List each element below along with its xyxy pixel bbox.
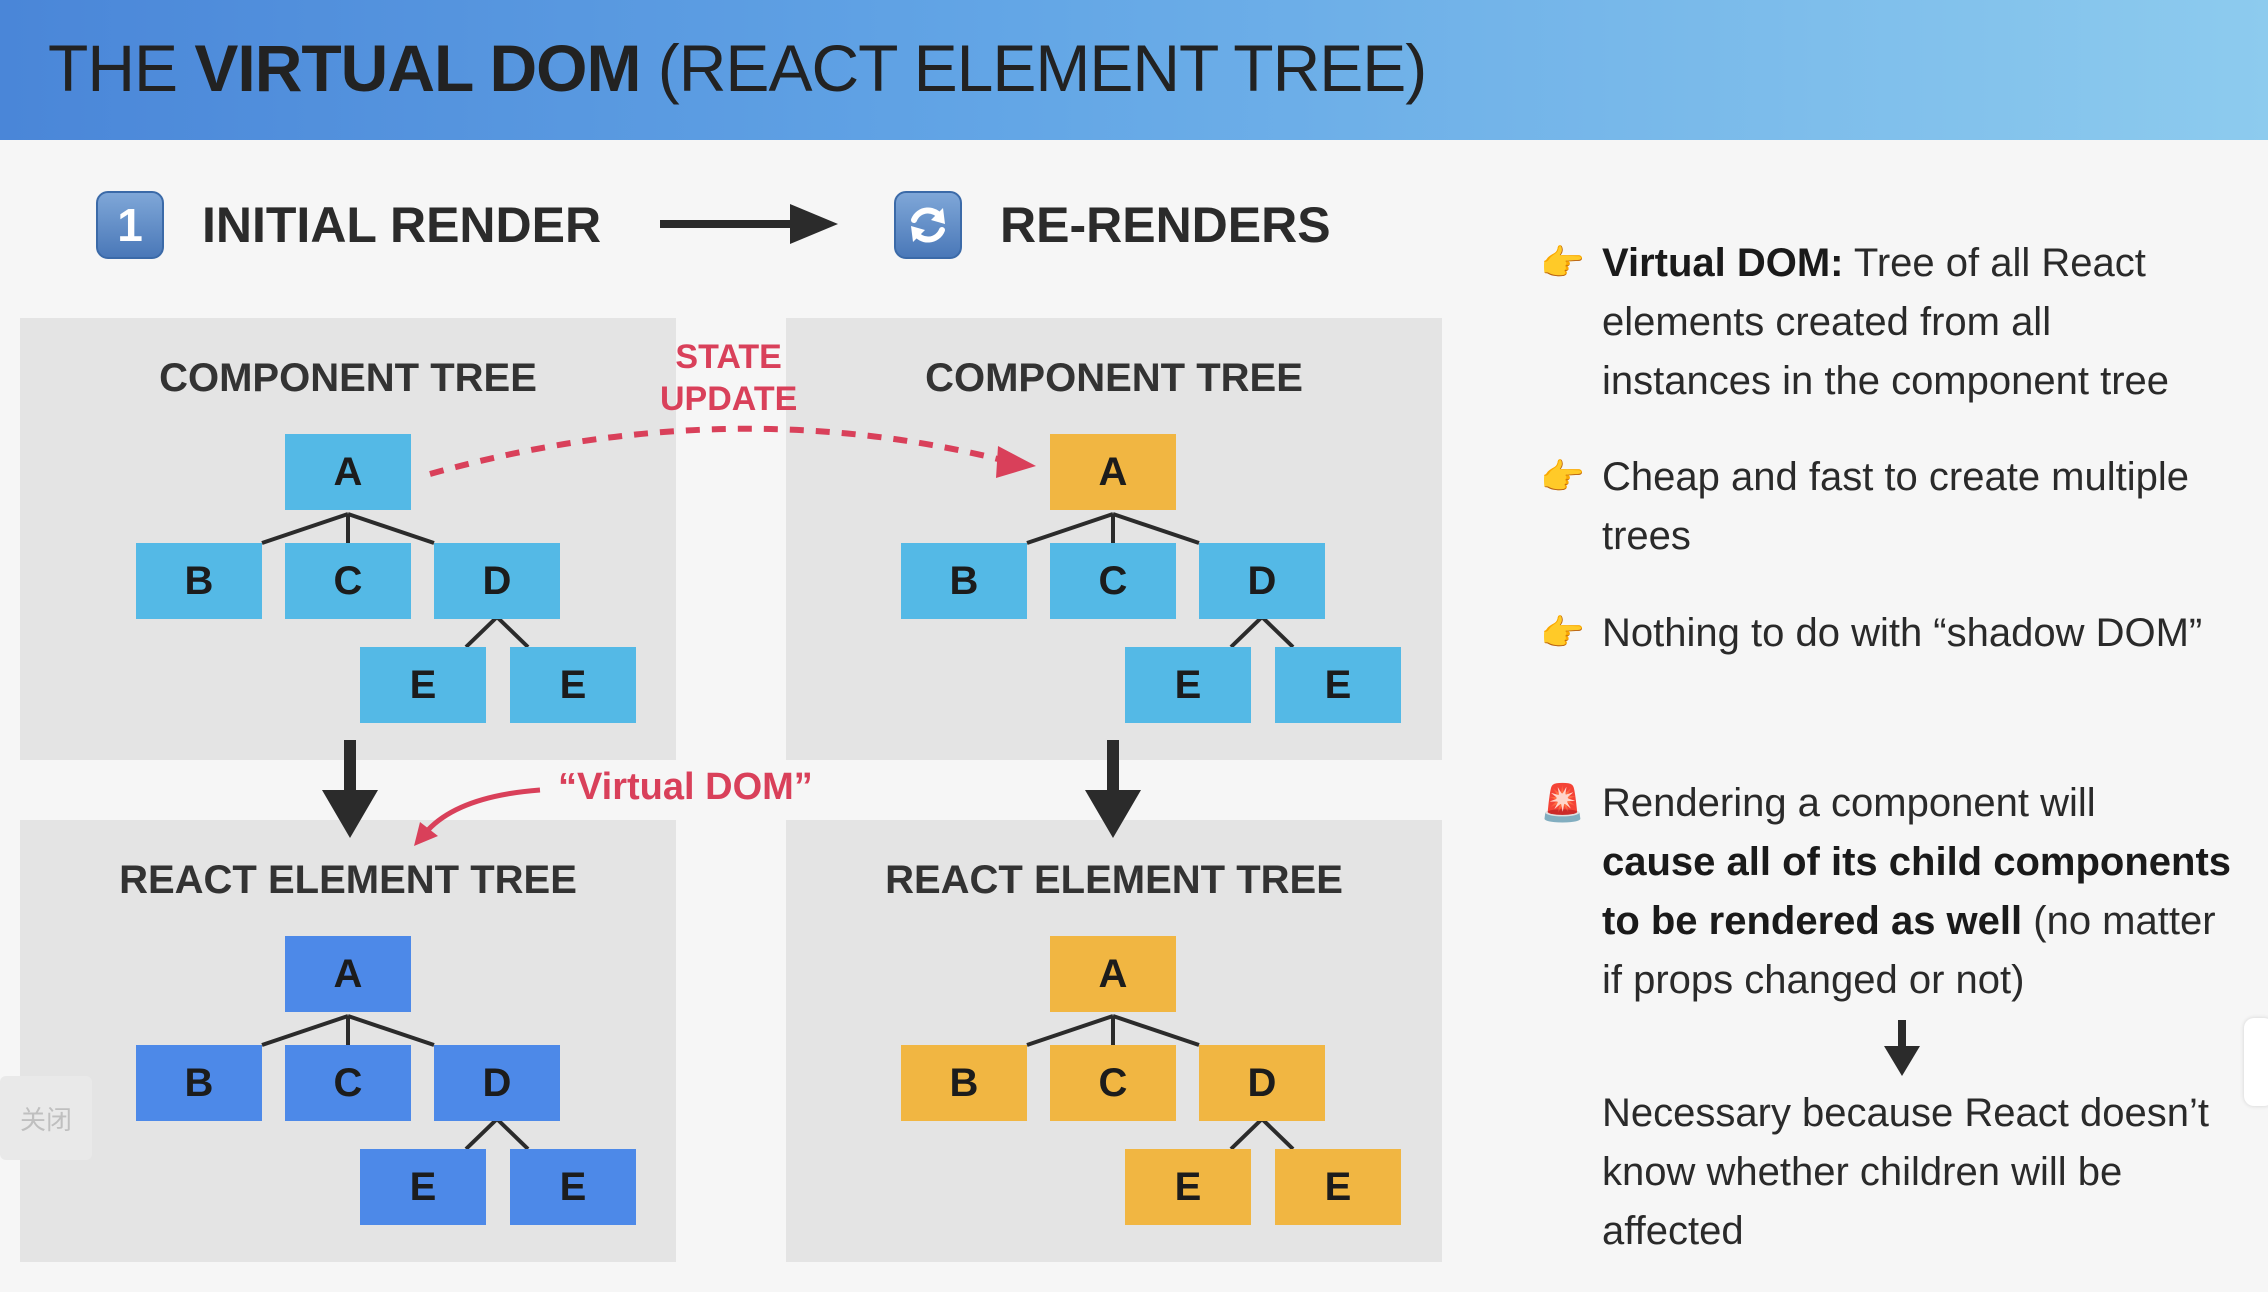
spacer <box>1540 1084 1602 1261</box>
tree-node-e: E <box>360 1149 486 1225</box>
state-update-line-1: STATE <box>675 338 782 376</box>
bullet-line: Tree of all React <box>1843 241 2146 285</box>
tree-node-e: E <box>1125 1149 1251 1225</box>
tree-node-d: D <box>434 543 560 619</box>
pointing-hand-icon: 👉 <box>1540 612 1585 653</box>
title-prefix: THE <box>48 31 195 105</box>
tree-node-d: D <box>1199 543 1325 619</box>
tree-node-c: C <box>285 1045 411 1121</box>
bullet-bold: Virtual DOM: <box>1602 241 1844 285</box>
bullet-line: Nothing to do with “shadow DOM” <box>1602 611 2203 655</box>
header-bar: THE VIRTUAL DOM (REACT ELEMENT TREE) <box>0 0 2268 140</box>
warning-line: Rendering a component will <box>1602 781 2096 825</box>
tree-node-c: C <box>1050 543 1176 619</box>
warning-text: Rendering a component will cause all of … <box>1602 774 2231 1010</box>
panel-title: COMPONENT TREE <box>159 356 537 400</box>
number-one-icon: 1 <box>96 191 164 259</box>
tree-node-e: E <box>510 647 636 723</box>
title-bold: VIRTUAL DOM <box>194 31 641 105</box>
pointing-hand-icon: 👉 <box>1540 242 1585 283</box>
tree-node-e: E <box>360 647 486 723</box>
tree-node-a: A <box>285 936 411 1012</box>
tree-node-e: E <box>1125 647 1251 723</box>
warning-bold: cause all of its child components <box>1602 840 2232 884</box>
initial-render-step: 1 INITIAL RENDER <box>96 190 601 260</box>
state-update-line-2: UPDATE <box>660 380 798 418</box>
tree-node-b: B <box>901 543 1027 619</box>
tree-node-e: E <box>510 1149 636 1225</box>
tree-node-d: D <box>434 1045 560 1121</box>
bullet-line: Cheap and fast to create multiple <box>1602 455 2190 499</box>
bullet-line: elements created from all <box>1602 300 2052 344</box>
tree-node-c: C <box>285 543 411 619</box>
conclusion-line: know whether children will be <box>1602 1150 2123 1194</box>
bullet-line: trees <box>1602 514 1691 558</box>
pointing-hand-icon: 👉 <box>1540 456 1585 497</box>
tree-node-b: B <box>901 1045 1027 1121</box>
side-handle[interactable] <box>2244 1018 2268 1106</box>
warning-line: (no matter <box>2022 899 2216 943</box>
panel-title: REACT ELEMENT TREE <box>119 858 577 902</box>
tree-node-e: E <box>1275 647 1401 723</box>
tree-node-c: C <box>1050 1045 1176 1121</box>
re-renders-label: RE-RENDERS <box>1000 197 1331 253</box>
tree-node-d: D <box>1199 1045 1325 1121</box>
conclusion-line: affected <box>1602 1209 1744 1253</box>
tree-node-a: A <box>1050 936 1176 1012</box>
alarm-siren-icon: 🚨 <box>1540 782 1585 823</box>
conclusion-text: Necessary because React doesn’t know whe… <box>1602 1084 2209 1261</box>
tree-node-e: E <box>1275 1149 1401 1225</box>
bullet-cheap: 👉 Cheap and fast to create multiple tree… <box>1540 448 2260 566</box>
title-suffix: (REACT ELEMENT TREE) <box>640 31 1427 105</box>
tree-node-a: A <box>285 434 411 510</box>
re-renders-step: RE-RENDERS <box>894 190 1331 260</box>
initial-render-label: INITIAL RENDER <box>202 197 602 253</box>
conclusion-line: Necessary because React doesn’t <box>1602 1091 2209 1135</box>
state-update-label: STATE UPDATE <box>660 336 797 420</box>
bullet-text: Nothing to do with “shadow DOM” <box>1602 604 2202 663</box>
bullet-text: Virtual DOM: Tree of all React elements … <box>1602 234 2169 411</box>
bullet-text: Cheap and fast to create multiple trees <box>1602 448 2189 566</box>
bullet-virtual-dom: 👉 Virtual DOM: Tree of all React element… <box>1540 234 2260 411</box>
tree-node-a: A <box>1050 434 1176 510</box>
close-button[interactable]: 关闭 <box>0 1076 92 1160</box>
slide-title: THE VIRTUAL DOM (REACT ELEMENT TREE) <box>48 18 1427 118</box>
refresh-icon <box>894 191 962 259</box>
panel-title: COMPONENT TREE <box>925 356 1303 400</box>
conclusion: Necessary because React doesn’t know whe… <box>1540 1084 2260 1261</box>
tree-node-b: B <box>136 543 262 619</box>
virtual-dom-label: “Virtual DOM” <box>558 766 813 808</box>
bullet-shadow-dom: 👉 Nothing to do with “shadow DOM” <box>1540 604 2260 663</box>
step-arrow-head <box>790 204 838 244</box>
bullet-line: instances in the component tree <box>1602 359 2170 403</box>
panel-title: REACT ELEMENT TREE <box>885 858 1343 902</box>
conclusion-arrow-head <box>1884 1046 1920 1076</box>
warning-rendering: 🚨 Rendering a component will cause all o… <box>1540 774 2260 1010</box>
warning-line: if props changed or not) <box>1602 958 2025 1002</box>
warning-bold: to be rendered as well <box>1602 899 2023 943</box>
tree-node-b: B <box>136 1045 262 1121</box>
